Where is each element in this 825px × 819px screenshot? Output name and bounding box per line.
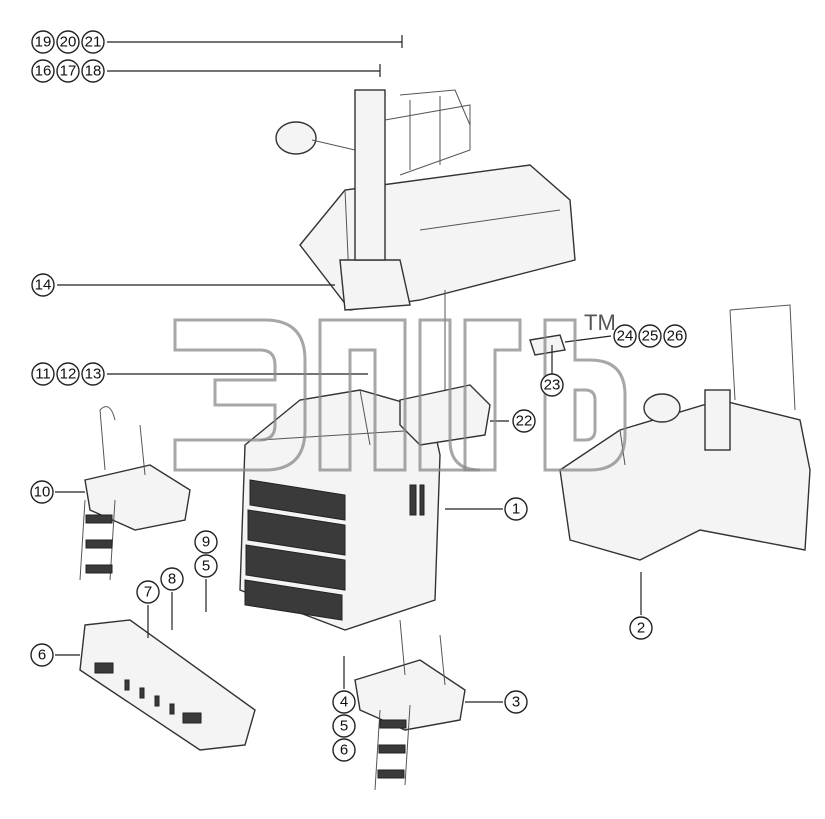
callout-11: 10: [30, 480, 54, 504]
callout-22: 22: [512, 409, 536, 433]
svg-text:26: 26: [667, 328, 684, 345]
svg-text:24: 24: [617, 328, 634, 345]
callouts: 19 20 21 16 17 18 14 11 12 13 23 24 25 2…: [30, 30, 687, 762]
svg-text:2: 2: [637, 620, 645, 637]
callout-7: 6: [30, 643, 54, 667]
callout-21: 21: [81, 30, 105, 54]
right-platform: [559, 304, 811, 561]
callout-5-lower: 5: [332, 714, 356, 738]
svg-text:7: 7: [144, 584, 152, 601]
svg-text:6: 6: [38, 647, 46, 664]
svg-text:17: 17: [60, 63, 77, 80]
svg-text:16: 16: [35, 63, 52, 80]
callout-13: 12: [56, 362, 80, 386]
callout-19: 19: [31, 30, 55, 54]
callout-3: 3: [504, 690, 528, 714]
svg-text:9: 9: [202, 534, 210, 551]
callout-26: 26: [663, 324, 687, 348]
callout-2: 2: [629, 616, 653, 640]
svg-text:25: 25: [642, 328, 659, 345]
main-cab-body: [239, 389, 441, 631]
callout-17: 17: [56, 59, 80, 83]
callout-12: 11: [31, 362, 55, 386]
svg-text:11: 11: [35, 366, 51, 383]
callout-15: 14: [31, 273, 55, 297]
right-ladder: [354, 619, 466, 791]
callout-6: 6: [332, 738, 356, 762]
svg-text:12: 12: [60, 366, 77, 383]
svg-text:4: 4: [340, 694, 348, 711]
callout-14: 13: [81, 362, 105, 386]
front-bumper: [79, 619, 256, 751]
svg-text:23: 23: [544, 377, 561, 394]
callout-16: 16: [31, 59, 55, 83]
callout-9: 8: [160, 567, 184, 591]
svg-text:18: 18: [85, 63, 102, 80]
svg-text:5: 5: [340, 718, 348, 735]
callout-23: 23: [540, 373, 564, 397]
svg-text:20: 20: [60, 34, 77, 51]
small-plates: [399, 334, 566, 446]
watermark-logo: TM: [173, 310, 627, 472]
svg-text:10: 10: [34, 484, 51, 501]
svg-text:5: 5: [202, 558, 210, 575]
callout-18: 18: [81, 59, 105, 83]
svg-text:6: 6: [340, 742, 348, 759]
svg-text:1: 1: [512, 501, 520, 518]
callout-25: 25: [638, 324, 662, 348]
callout-1: 1: [504, 497, 528, 521]
svg-text:19: 19: [35, 34, 52, 51]
svg-text:22: 22: [516, 413, 533, 430]
callout-20: 20: [56, 30, 80, 54]
upper-frame-deck: [275, 89, 576, 440]
leader-lines: [55, 35, 642, 703]
watermark-tm: TM: [584, 310, 616, 335]
callout-24: 24: [613, 324, 637, 348]
svg-text:14: 14: [35, 277, 52, 294]
callout-8: 7: [136, 580, 160, 604]
svg-text:3: 3: [512, 694, 520, 711]
callout-5-upper: 5: [194, 554, 218, 578]
svg-text:13: 13: [85, 366, 102, 383]
callout-4: 4: [332, 690, 356, 714]
svg-text:21: 21: [85, 34, 102, 51]
left-ladder: [79, 406, 191, 581]
callout-10: 9: [194, 530, 218, 554]
svg-text:8: 8: [168, 571, 176, 588]
